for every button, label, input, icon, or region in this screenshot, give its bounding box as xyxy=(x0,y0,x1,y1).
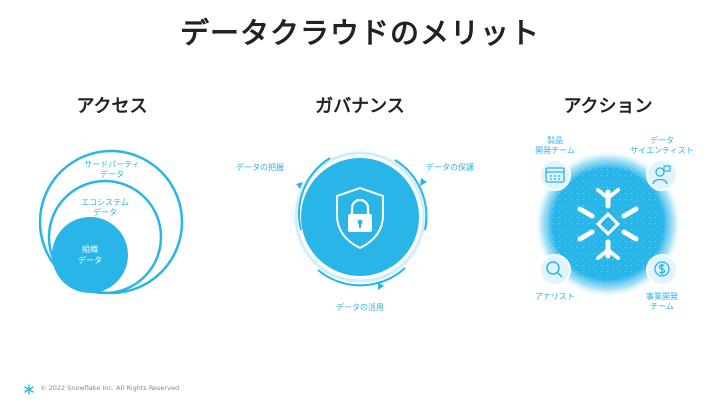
ecosystem-label: エコシステム データ xyxy=(81,198,129,217)
product-dev-node xyxy=(539,159,571,191)
arrowhead-bottom xyxy=(378,282,384,290)
data-scientist-node xyxy=(646,159,678,191)
data-scientist-label: データ サイエンティスト xyxy=(630,136,694,155)
action-heading: アクション xyxy=(563,96,653,117)
cycle-arc-right xyxy=(394,159,428,231)
protect-data-label: データの保護 xyxy=(426,163,474,172)
action-diagram xyxy=(534,150,682,298)
bizdev-node xyxy=(646,254,678,286)
understand-data-label: データの把握 xyxy=(236,163,284,172)
governance-heading: ガバナンス xyxy=(315,96,405,117)
dollar-icon xyxy=(654,261,670,277)
ecosystem-ring xyxy=(47,179,163,295)
cycle-arc-left xyxy=(298,157,331,231)
scientist-icon xyxy=(652,165,671,185)
access-diagram xyxy=(38,149,184,295)
snowflake-icon xyxy=(577,188,639,260)
governance-diagram xyxy=(294,151,428,290)
copyright-text: © 2022 Snowflake Inc. All Rights Reserve… xyxy=(40,384,180,392)
calendar-icon xyxy=(545,167,565,183)
cycle-ring-light xyxy=(294,151,426,283)
org-data-circle xyxy=(52,217,128,293)
arrowhead-left xyxy=(296,182,303,189)
lock-shield-icon xyxy=(336,186,384,250)
cycle-arc-bottom xyxy=(317,267,406,287)
page-title: データクラウドのメリット xyxy=(179,16,540,50)
third-party-label: サードパーティ データ xyxy=(84,160,140,179)
use-data-label: データの活用 xyxy=(336,303,384,312)
arrowhead-right xyxy=(420,178,427,186)
snowflake-logo-icon xyxy=(24,384,34,395)
org-data-label: 組織 データ xyxy=(78,245,102,265)
analyst-node xyxy=(539,254,571,286)
footer: © 2022 Snowflake Inc. All Rights Reserve… xyxy=(40,384,179,392)
product-dev-label: 製品 開発チーム xyxy=(535,136,575,155)
magnifier-icon xyxy=(546,261,563,278)
access-heading: アクセス xyxy=(76,96,148,117)
action-globe-texture xyxy=(544,160,672,288)
bizdev-label: 事業開発 チーム xyxy=(646,292,678,311)
analyst-label: アナリスト xyxy=(535,292,575,301)
